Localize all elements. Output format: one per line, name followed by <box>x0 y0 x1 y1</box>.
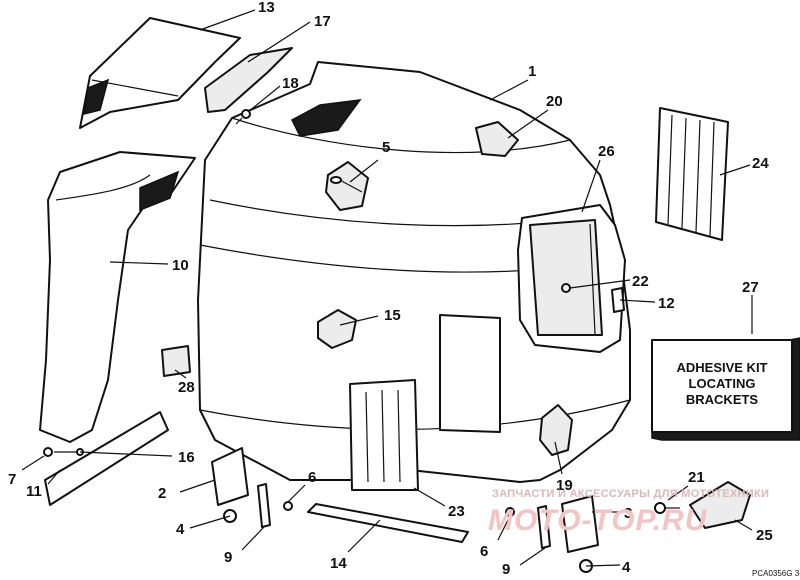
callout-6-left: 6 <box>308 469 316 486</box>
part-27-kit-box: ADHESIVE KIT LOCATING BRACKETS <box>651 337 800 441</box>
callout-20: 20 <box>546 93 563 110</box>
callout-10: 10 <box>172 257 189 274</box>
kit-line-2: LOCATING <box>689 376 756 391</box>
part-23-grille <box>349 379 419 491</box>
callout-27: 27 <box>742 279 759 296</box>
part-9-pin-right <box>537 505 551 549</box>
part-15-pad <box>317 309 357 349</box>
callout-4-left: 4 <box>176 521 185 538</box>
callout-24: 24 <box>752 155 769 172</box>
callout-5: 5 <box>382 139 390 156</box>
callout-15: 15 <box>384 307 401 324</box>
part-18-screw <box>235 109 251 125</box>
callout-3: 3 <box>624 505 632 522</box>
callout-16: 16 <box>178 449 195 466</box>
reference-code: PCA0356G 3-96 <box>752 569 800 578</box>
callout-9-right: 9 <box>502 561 510 578</box>
callout-2: 2 <box>158 485 166 502</box>
part-19-bracket <box>539 404 573 456</box>
callout-1: 1 <box>528 63 536 80</box>
part-12-latch <box>611 287 625 313</box>
part-3-bracket <box>561 495 599 553</box>
callout-25: 25 <box>756 527 773 544</box>
callout-numbers: 1 2 3 4 4 5 6 6 7 9 9 10 11 12 13 14 15 … <box>8 0 773 578</box>
part-25-cap <box>689 481 751 529</box>
part-21-clip <box>654 502 680 514</box>
callout-11: 11 <box>26 483 42 500</box>
callout-9-left: 9 <box>224 549 232 566</box>
callout-28: 28 <box>178 379 195 396</box>
kit-line-3: BRACKETS <box>686 392 759 407</box>
callout-23: 23 <box>448 503 465 520</box>
callout-6-right: 6 <box>480 543 488 560</box>
watermark-brand: MOTO-TOP.RU <box>488 504 708 537</box>
callout-14: 14 <box>330 555 347 572</box>
callout-12: 12 <box>658 295 675 312</box>
part-24-grille <box>655 107 729 241</box>
parts-7-11-fasteners <box>43 447 84 457</box>
part-26-panel <box>517 204 626 353</box>
callout-17: 17 <box>314 13 331 30</box>
leader-lines <box>21 9 753 567</box>
callout-7: 7 <box>8 471 16 488</box>
callout-4-right: 4 <box>622 559 631 576</box>
callout-21: 21 <box>688 469 705 486</box>
callout-22: 22 <box>632 273 649 290</box>
part-28-decal <box>161 345 191 377</box>
part-5-fastener <box>325 161 369 211</box>
part-9-pin-left <box>257 483 271 528</box>
part-20-patch <box>475 121 519 157</box>
part-13-hood <box>79 17 241 129</box>
part-14-strip <box>307 503 469 543</box>
part-10-duct <box>39 151 196 443</box>
callout-26: 26 <box>598 143 615 160</box>
kit-line-1: ADHESIVE KIT <box>676 360 767 375</box>
part-2-bracket <box>211 447 249 506</box>
part-16-strip <box>44 411 169 506</box>
watermark: ЗАПЧАСТИ И АКСЕССУАРЫ ДЛЯ МОТОТЕХНИКИ MO… <box>488 488 769 537</box>
part-6-washer-left <box>283 501 293 511</box>
part-17-trim <box>204 47 293 113</box>
watermark-caption: ЗАПЧАСТИ И АКСЕССУАРЫ ДЛЯ МОТОТЕХНИКИ <box>492 488 769 500</box>
callout-13: 13 <box>258 0 275 16</box>
callout-18: 18 <box>282 75 299 92</box>
callout-19: 19 <box>556 477 573 494</box>
